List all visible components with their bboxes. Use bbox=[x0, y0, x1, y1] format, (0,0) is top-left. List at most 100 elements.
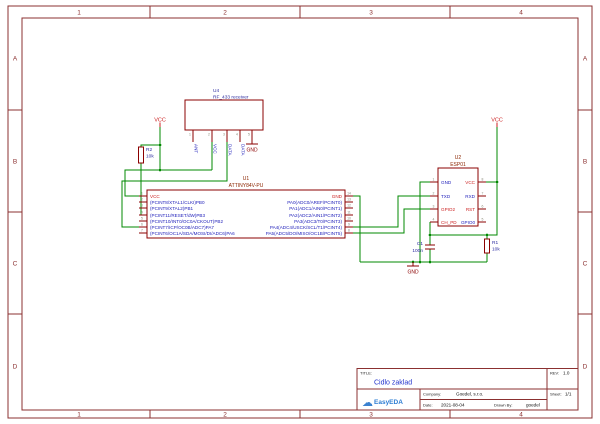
component-u1-attiny84[interactable]: U1 ATTINY84V-PU 1 2 3 4 5 6 7 14 13 12 1… bbox=[139, 176, 353, 239]
u1-pin-number: 4 bbox=[141, 211, 143, 215]
ruler-row-left: D bbox=[13, 364, 18, 371]
c1-value: 100n bbox=[412, 248, 423, 254]
gnd-flag-right[interactable]: GND bbox=[407, 262, 419, 276]
u1-right-pin-stubs[interactable] bbox=[345, 195, 353, 234]
u4-pin-number: 3 bbox=[223, 133, 225, 137]
date-label: Date: bbox=[423, 403, 433, 408]
ruler-col-bottom: 3 bbox=[369, 412, 373, 419]
vcc-flag-label: VCC bbox=[154, 118, 166, 124]
r2-body[interactable] bbox=[137, 146, 145, 164]
vcc-flag-left[interactable]: VCC bbox=[154, 118, 166, 128]
u4-body[interactable] bbox=[184, 99, 264, 131]
u1-value: ATTINY84V-PU bbox=[229, 183, 264, 189]
ruler-row-left: B bbox=[13, 159, 17, 166]
ruler-col-top: 1 bbox=[77, 10, 81, 17]
u4-pin-number: 2 bbox=[208, 133, 210, 137]
sheet-frame: 1 2 3 4 1 2 3 4 A B C D A B C D bbox=[7, 5, 593, 419]
u1-pin-name: VCC bbox=[150, 194, 160, 199]
u1-pin-name: (PCINT9/XTAL2)PB1 bbox=[150, 206, 194, 211]
gnd-flag-label: GND bbox=[407, 270, 419, 276]
vcc-flag-label: VCC bbox=[491, 118, 503, 124]
ruler-col-top: 4 bbox=[519, 10, 523, 17]
u2-left-pin-stubs[interactable] bbox=[430, 181, 438, 223]
ruler-row-left: C bbox=[13, 261, 18, 268]
u1-left-pin-stubs[interactable] bbox=[139, 195, 147, 234]
wire-vcc-to-u1[interactable] bbox=[124, 169, 212, 197]
u1-pin-name: PA3(ADC3/T0/PCINT3) bbox=[294, 219, 342, 224]
u1-pin-name: (PCINT7/ICP/OC0B/ADC7)PA7 bbox=[150, 225, 214, 230]
u1-body[interactable] bbox=[146, 189, 346, 239]
wire-vcc-right-drop[interactable] bbox=[430, 182, 498, 236]
sheet-label: Sheet: bbox=[550, 392, 562, 397]
u2-right-pin-stubs[interactable] bbox=[478, 181, 486, 223]
u2-ref: U2 bbox=[455, 155, 462, 161]
u2-pin-number: 1 bbox=[433, 178, 435, 182]
u1-pin-number: 5 bbox=[141, 217, 143, 221]
sheet-value: 1/1 bbox=[565, 392, 572, 397]
wire-r2-top[interactable] bbox=[140, 144, 160, 147]
u4-pin-name: ANT bbox=[194, 144, 199, 153]
u4-pin-number: 5 bbox=[248, 133, 250, 137]
gnd-flag-symbol bbox=[246, 140, 258, 145]
u2-pin-name: GND bbox=[441, 180, 452, 185]
component-u2-esp01[interactable]: U2 ESP01 1 2 3 4 8 7 6 5 GND TXD GPIO2 C… bbox=[430, 155, 486, 227]
u1-pin-number: 7 bbox=[141, 229, 143, 233]
ruler-col-bottom: 2 bbox=[223, 412, 227, 419]
u1-pin-number: 8 bbox=[348, 229, 350, 233]
u1-pin-number: 3 bbox=[141, 204, 143, 208]
u1-pin-name: (PCINT10/INT0/OC0A/CKOUT)PB2 bbox=[150, 219, 223, 224]
u1-pin-name: PA0(ADC0/AREF/PCINT0) bbox=[287, 200, 342, 205]
date-value: 2021-08-04 bbox=[441, 403, 465, 408]
u1-pin-number: 2 bbox=[141, 198, 143, 202]
u1-pin-number: 1 bbox=[141, 192, 143, 196]
r1-ref: R1 bbox=[492, 240, 498, 246]
u1-pin-name: (PCINT11/RESET/dW)PB3 bbox=[150, 213, 205, 218]
r1-body[interactable] bbox=[483, 238, 491, 254]
easyeda-logo: ☁ EasyEDA bbox=[362, 397, 403, 409]
u2-pin-number: 8 bbox=[482, 178, 484, 182]
title-block: TITLE: Cidlo zaklad REV: 1.0 Sheet: 1/1 … bbox=[356, 368, 579, 411]
u1-pin-name: PA5(ADC5/DO/MISO/OC1B/PCINT5) bbox=[266, 231, 343, 236]
ruler-col-top: 3 bbox=[369, 10, 373, 17]
u2-pin-name: RST bbox=[466, 207, 475, 212]
junction-dots bbox=[158, 143, 499, 264]
u1-pin-number: 14 bbox=[347, 192, 351, 196]
u2-pin-number: 6 bbox=[482, 205, 484, 209]
u1-pin-name: (PCINT8/XTAL1/CLKI)PB0 bbox=[150, 200, 205, 205]
u2-pin-name: CH_PD bbox=[441, 220, 457, 225]
u2-pin-name: GPIO0 bbox=[461, 220, 475, 225]
drawn-by-label: Drawn By: bbox=[494, 403, 512, 408]
wire-u2-gnd[interactable] bbox=[419, 181, 430, 262]
u4-pin-stubs[interactable] bbox=[192, 130, 253, 142]
u2-pin-name: GPIO2 bbox=[441, 207, 455, 212]
company-label: Company: bbox=[423, 392, 441, 397]
component-c1[interactable]: C1 100n bbox=[412, 241, 435, 254]
vcc-flag-right[interactable]: VCC bbox=[491, 118, 503, 128]
u4-pin-name: DATA bbox=[241, 144, 246, 157]
wire-txd[interactable] bbox=[353, 195, 430, 228]
gnd-flag-symbol bbox=[407, 262, 419, 267]
c1-plates[interactable] bbox=[425, 244, 435, 250]
component-r1[interactable]: R1 10k bbox=[483, 238, 500, 254]
u1-pin-name: PA1(ADC1/AIN0/PCINT1) bbox=[289, 206, 342, 211]
title-label: TITLE: bbox=[360, 371, 372, 376]
component-r2[interactable]: R2 10k bbox=[137, 146, 154, 164]
easyeda-brand-text: EasyEDA bbox=[374, 399, 403, 406]
r2-value: 10k bbox=[146, 154, 154, 160]
ruler-row-right: D bbox=[583, 364, 588, 371]
company-value: Goedel, s.r.o. bbox=[456, 392, 483, 397]
wires bbox=[121, 127, 499, 264]
u4-pin-number: 4 bbox=[236, 133, 238, 137]
gnd-flag-label: GND bbox=[246, 148, 258, 154]
u1-pin-name: PA4(ADC4/USCK/SCL/T1/PCINT4) bbox=[270, 225, 343, 230]
u1-ref: U1 bbox=[243, 176, 250, 182]
wire-data[interactable] bbox=[121, 142, 228, 228]
drawn-by-value: goedel bbox=[526, 403, 540, 408]
u2-body[interactable] bbox=[437, 167, 479, 227]
sheet-title: Cidlo zaklad bbox=[374, 380, 412, 387]
wire-u1-gnd[interactable] bbox=[353, 195, 361, 262]
wire-gpio2[interactable] bbox=[353, 208, 430, 234]
gnd-flag-u4[interactable]: GND bbox=[246, 140, 258, 154]
component-u4-rf433-receiver[interactable]: U4 RF_433 receiver 1 2 3 4 5 ANT VCC DAT… bbox=[184, 88, 264, 157]
